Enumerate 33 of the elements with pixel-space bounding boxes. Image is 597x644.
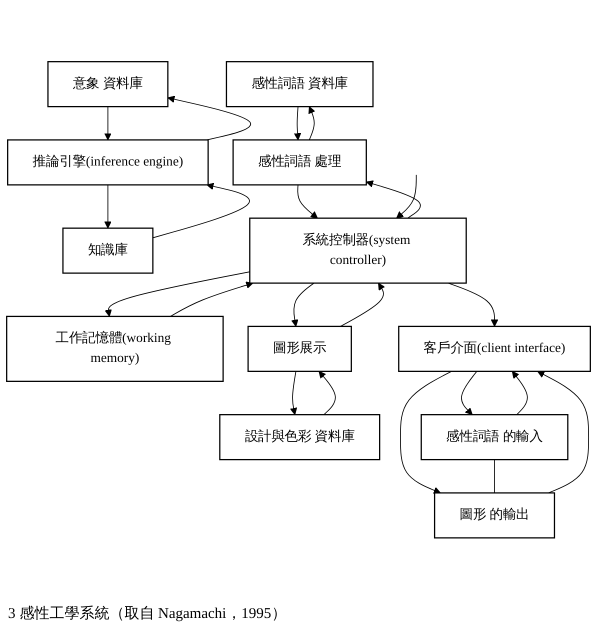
arrow	[512, 371, 528, 416]
arrow	[168, 96, 252, 141]
arrow	[461, 371, 478, 416]
node-box: 感性詞語 處理	[232, 140, 367, 186]
arrow	[308, 106, 316, 141]
node-box: 客戶介面(client interface)	[398, 326, 591, 372]
node-box: 設計與色彩 資料庫	[219, 414, 380, 460]
arrow	[537, 371, 590, 494]
arrow	[152, 183, 250, 238]
figure-caption: 3 感性工學系統（取自 Nagamachi，1995）	[7, 604, 288, 624]
arrow	[400, 371, 452, 494]
arrow	[297, 184, 318, 219]
arrow	[294, 106, 302, 140]
node-box: 圖形展示	[247, 326, 352, 372]
arrow	[340, 283, 386, 328]
arrow	[104, 106, 112, 140]
node-box: 圖形 的輸出	[434, 492, 556, 539]
arrow	[104, 184, 112, 229]
arrow	[290, 371, 298, 416]
arrow	[104, 272, 250, 317]
arrow	[318, 371, 336, 416]
node-box: 知識庫	[62, 228, 154, 274]
node-box: 工作記憶體(working memory)	[6, 316, 224, 382]
arrow	[396, 174, 417, 219]
node-box: 系統控制器(system controller)	[249, 218, 467, 284]
arrow	[366, 180, 421, 219]
arrow	[291, 282, 314, 327]
node-box: 感性詞語 資料庫	[226, 61, 374, 108]
node-box: 感性詞語 的輸入	[420, 414, 568, 460]
node-box: 推論引擎(inference engine)	[7, 140, 209, 186]
connector	[494, 459, 495, 494]
arrow	[170, 282, 254, 318]
node-box: 意象 資料庫	[47, 61, 168, 108]
